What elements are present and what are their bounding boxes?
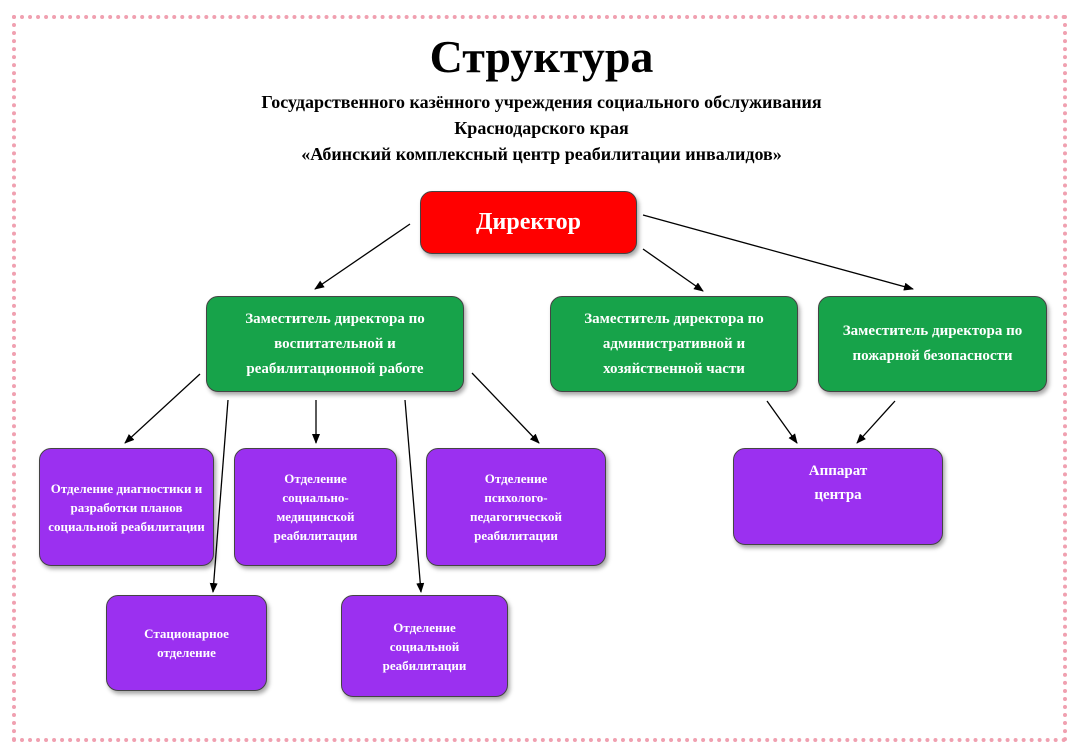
arrow-director-to-deputy-admin — [642, 248, 704, 292]
dept-inpatient-box: Стационарное отделение — [106, 595, 267, 691]
subtitle-line-3: «Абинский комплексный центр реабилитации… — [301, 144, 782, 164]
arrow-director-to-deputy-education — [314, 223, 411, 290]
arrow-to-dept-social — [404, 399, 425, 593]
dept-medical-box: Отделение социально-медицинской реабилит… — [234, 448, 397, 566]
arrow-to-dept-diagnostics — [124, 373, 201, 444]
center-staff-box: Аппарат центра — [733, 448, 943, 545]
arrow-to-dept-inpatient — [209, 399, 229, 593]
dept-social-box: Отделение социальной реабилитации — [341, 595, 508, 697]
arrow-fire-to-center-staff — [856, 400, 896, 444]
deputy-admin-box: Заместитель директора по административно… — [550, 296, 798, 392]
subtitle-line-2: Краснодарского края — [454, 118, 629, 138]
deputy-education-box: Заместитель директора по воспитательной … — [206, 296, 464, 392]
deputy-fire-box: Заместитель директора по пожарной безопа… — [818, 296, 1047, 392]
arrow-to-dept-psych — [471, 372, 540, 444]
director-box: Директор — [420, 191, 637, 254]
subtitle-line-1: Государственного казённого учреждения со… — [261, 92, 822, 112]
dept-diagnostics-box: Отделение диагностики и разработки плано… — [39, 448, 214, 566]
dept-psych-box: Отделение психолого-педагогической реаби… — [426, 448, 606, 566]
arrow-admin-to-center-staff — [766, 400, 798, 444]
arrow-director-to-deputy-fire — [642, 214, 914, 291]
page-title: Структура — [429, 31, 654, 82]
page-border — [12, 15, 1067, 742]
